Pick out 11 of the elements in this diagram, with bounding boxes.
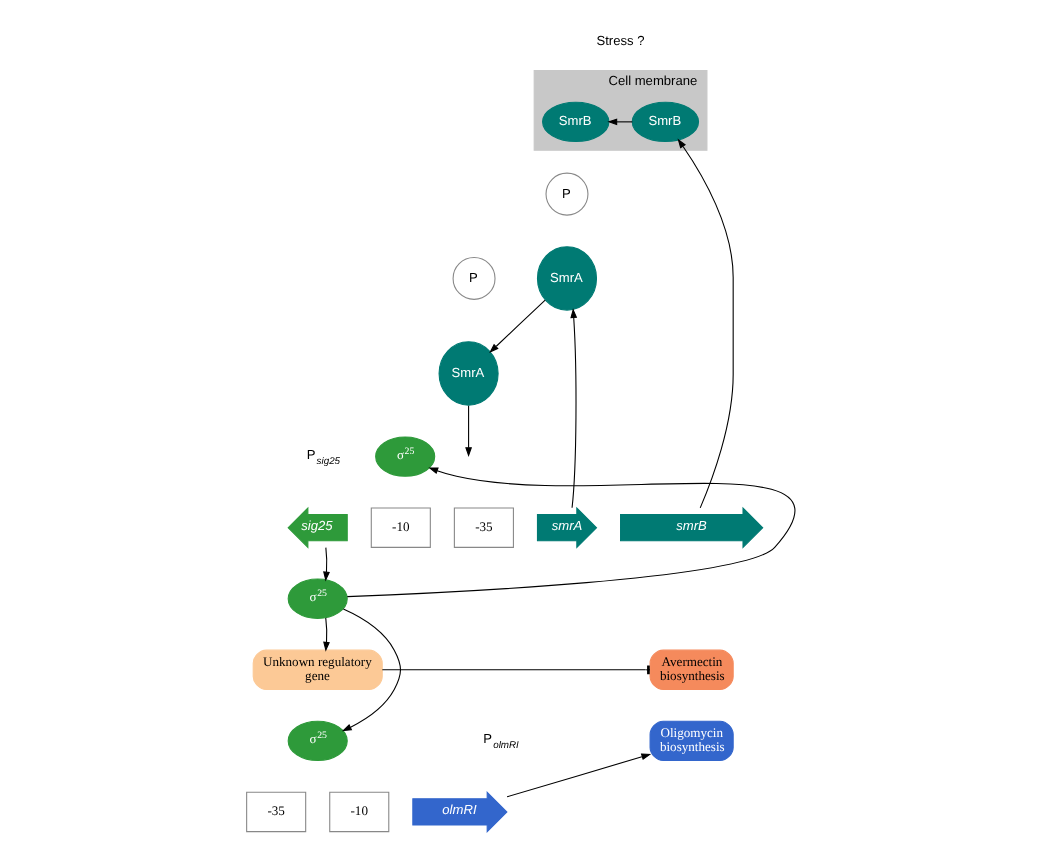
connector bbox=[380, 664, 650, 674]
arrow bbox=[569, 307, 577, 508]
arrow bbox=[340, 607, 401, 731]
arrow bbox=[676, 137, 733, 508]
arrow bbox=[488, 298, 545, 352]
arrow bbox=[606, 117, 632, 125]
arrow bbox=[322, 616, 329, 651]
arrow bbox=[322, 546, 329, 581]
arrow bbox=[464, 404, 472, 457]
arrow bbox=[345, 466, 795, 597]
arrow bbox=[505, 752, 651, 797]
